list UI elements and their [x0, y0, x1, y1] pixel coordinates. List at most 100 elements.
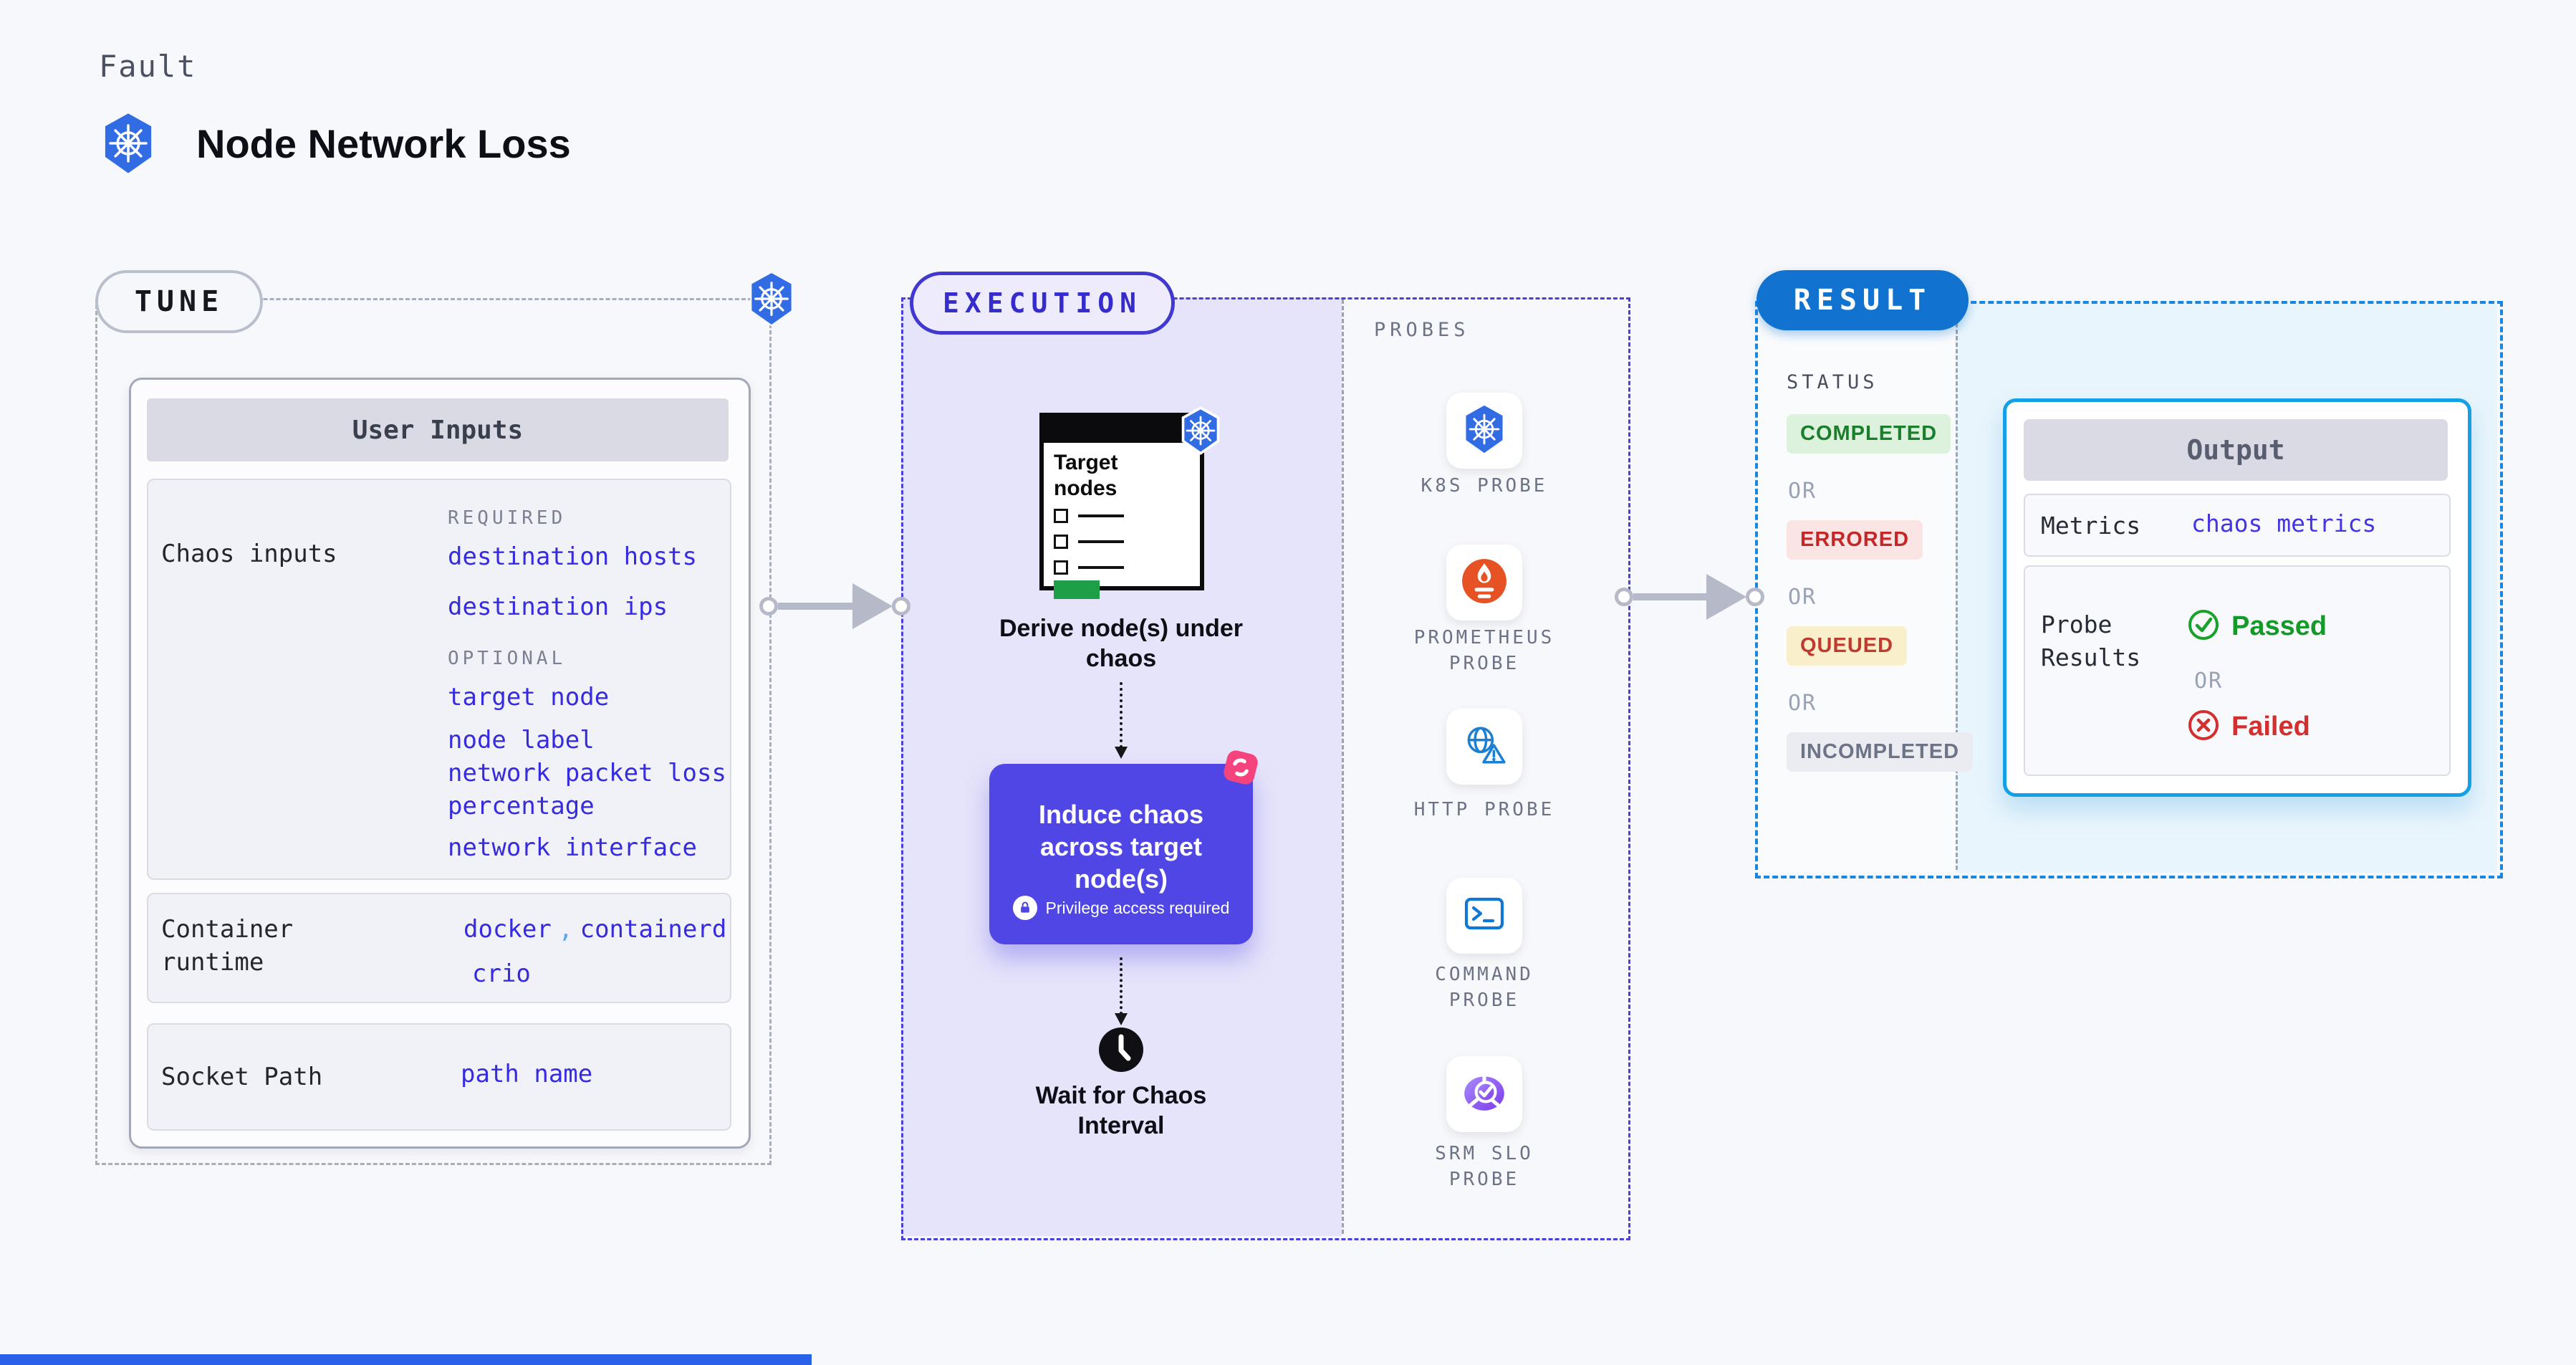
required-label: REQUIRED [448, 507, 567, 529]
param-destination-hosts: destination hosts [448, 542, 697, 571]
metrics-label: Metrics [2041, 512, 2141, 540]
param-node-label: node label [448, 726, 595, 755]
x-circle-icon [2187, 709, 2220, 744]
target-nodes-card: Target nodes [1039, 406, 1220, 599]
chaos-inputs-box: Chaos inputs REQUIRED destination hosts … [147, 479, 731, 880]
param-target-node: target node [448, 683, 610, 712]
tune-to-execution-arrow-head [852, 583, 893, 629]
container-runtime-box: Container runtime docker , containerd cr… [147, 893, 731, 1003]
execution-to-result-arrow-line [1633, 593, 1714, 600]
result-connector-dot [1746, 588, 1764, 606]
execution-to-result-arrow-head [1706, 574, 1746, 620]
derive-to-induce-arrow [1120, 682, 1123, 748]
output-header: Output [2024, 419, 2448, 481]
wait-for-chaos-label: Wait for Chaos Interval [1035, 1082, 1207, 1139]
or-label: OR [1788, 691, 1817, 716]
status-output-divider [1956, 304, 1958, 870]
metrics-row: Metrics chaos metrics [2024, 494, 2451, 557]
result-section-label: RESULT [1793, 284, 1932, 317]
lock-icon [1012, 896, 1037, 920]
probe-results-label: Probe Results [2041, 610, 2141, 671]
status-label: STATUS [1787, 371, 1878, 393]
progress-bar [1054, 580, 1100, 599]
or-label: OR [2194, 669, 2224, 694]
privilege-row: Privilege access required [989, 896, 1253, 920]
metrics-value: chaos metrics [2191, 509, 2377, 537]
or-label: OR [1788, 479, 1817, 504]
param-destination-ips: destination ips [448, 593, 668, 621]
socket-path-label: Socket Path [161, 1063, 323, 1091]
value-containerd: containerd [580, 915, 727, 944]
http-probe-label: HTTP PROBE [1413, 799, 1555, 820]
passed-label: Passed [2231, 610, 2327, 641]
container-runtime-values: docker , containerd [463, 913, 726, 946]
prometheus-probe-card [1446, 545, 1522, 621]
kubernetes-icon [747, 267, 796, 330]
derive-to-induce-arrow-head [1115, 747, 1128, 759]
kubernetes-icon [1462, 404, 1506, 457]
chaos-pinwheel-icon [1219, 745, 1263, 790]
result-status-background [1755, 301, 1956, 873]
srm-slo-probe-card [1446, 1056, 1522, 1132]
k8s-probe-card [1446, 393, 1522, 469]
probes-label: PROBES [1374, 319, 1470, 341]
check-circle-icon [2187, 608, 2220, 644]
chaos-inputs-label: Chaos inputs [161, 540, 337, 568]
status-badge-queued: QUEUED [1787, 626, 1908, 666]
optional-label: OPTIONAL [448, 648, 567, 669]
status-badge-errored: ERRORED [1787, 520, 1923, 560]
failed-label: Failed [2231, 711, 2310, 742]
target-nodes-title: Target nodes [1054, 451, 1118, 500]
execution-connector-dot [892, 597, 910, 616]
container-runtime-label: Container runtime [161, 915, 294, 977]
privilege-access-label: Privilege access required [1045, 898, 1230, 917]
passed-row: Passed [2187, 608, 2327, 644]
tune-connector-dot [759, 597, 778, 616]
srm-slo-icon [1461, 1069, 1508, 1119]
induce-to-wait-arrow-head [1115, 1013, 1128, 1025]
status-badge-incompleted: INCOMPLETED [1787, 732, 1974, 772]
tune-to-execution-arrow-line [778, 603, 861, 610]
fault-category-label: Fault [99, 49, 197, 84]
clock-icon [1097, 1026, 1145, 1073]
failed-row: Failed [2187, 709, 2310, 744]
execution-section-label: EXECUTION [943, 287, 1142, 319]
execution-out-connector-dot [1615, 588, 1633, 606]
prometheus-icon [1461, 557, 1508, 608]
value-docker: docker [463, 915, 552, 944]
induce-chaos-label: Induce chaos across target node(s) [1038, 800, 1204, 894]
user-inputs-header: User Inputs [147, 398, 729, 461]
tune-section-label: TUNE [134, 285, 224, 318]
or-label: OR [1788, 585, 1817, 610]
execution-section-box [901, 297, 1630, 1240]
param-network-packet-loss-percentage: network packet loss percentage [448, 759, 726, 820]
tune-section-box [95, 298, 772, 1165]
kubernetes-icon [100, 112, 156, 175]
derive-nodes-label: Derive node(s) under chaos [999, 615, 1244, 672]
user-inputs-card: User Inputs Chaos inputs REQUIRED destin… [129, 378, 751, 1149]
probe-results-row: Probe Results Passed OR Failed [2024, 565, 2451, 776]
result-section-pill: RESULT [1756, 270, 1969, 330]
induce-chaos-box: Induce chaos across target node(s) Privi… [989, 750, 1258, 944]
value-separator: , [558, 915, 573, 944]
probes-divider [1342, 300, 1344, 1234]
socket-path-value: path name [461, 1060, 593, 1088]
induce-to-wait-arrow [1120, 957, 1123, 1015]
param-network-interface: network interface [448, 833, 697, 862]
user-inputs-title: User Inputs [352, 415, 524, 445]
socket-path-box: Socket Path path name [147, 1023, 731, 1131]
k8s-probe-label: K8S PROBE [1421, 475, 1548, 497]
http-icon [1461, 722, 1508, 772]
page-title: Node Network Loss [196, 121, 571, 166]
target-nodes-titlebar [1044, 417, 1200, 443]
value-crio: crio [472, 959, 531, 988]
status-badge-completed: COMPLETED [1787, 414, 1951, 454]
bottom-blue-bar [0, 1354, 812, 1365]
execution-section-pill: EXECUTION [910, 272, 1175, 335]
output-title: Output [2186, 434, 2285, 466]
command-icon [1461, 894, 1507, 937]
